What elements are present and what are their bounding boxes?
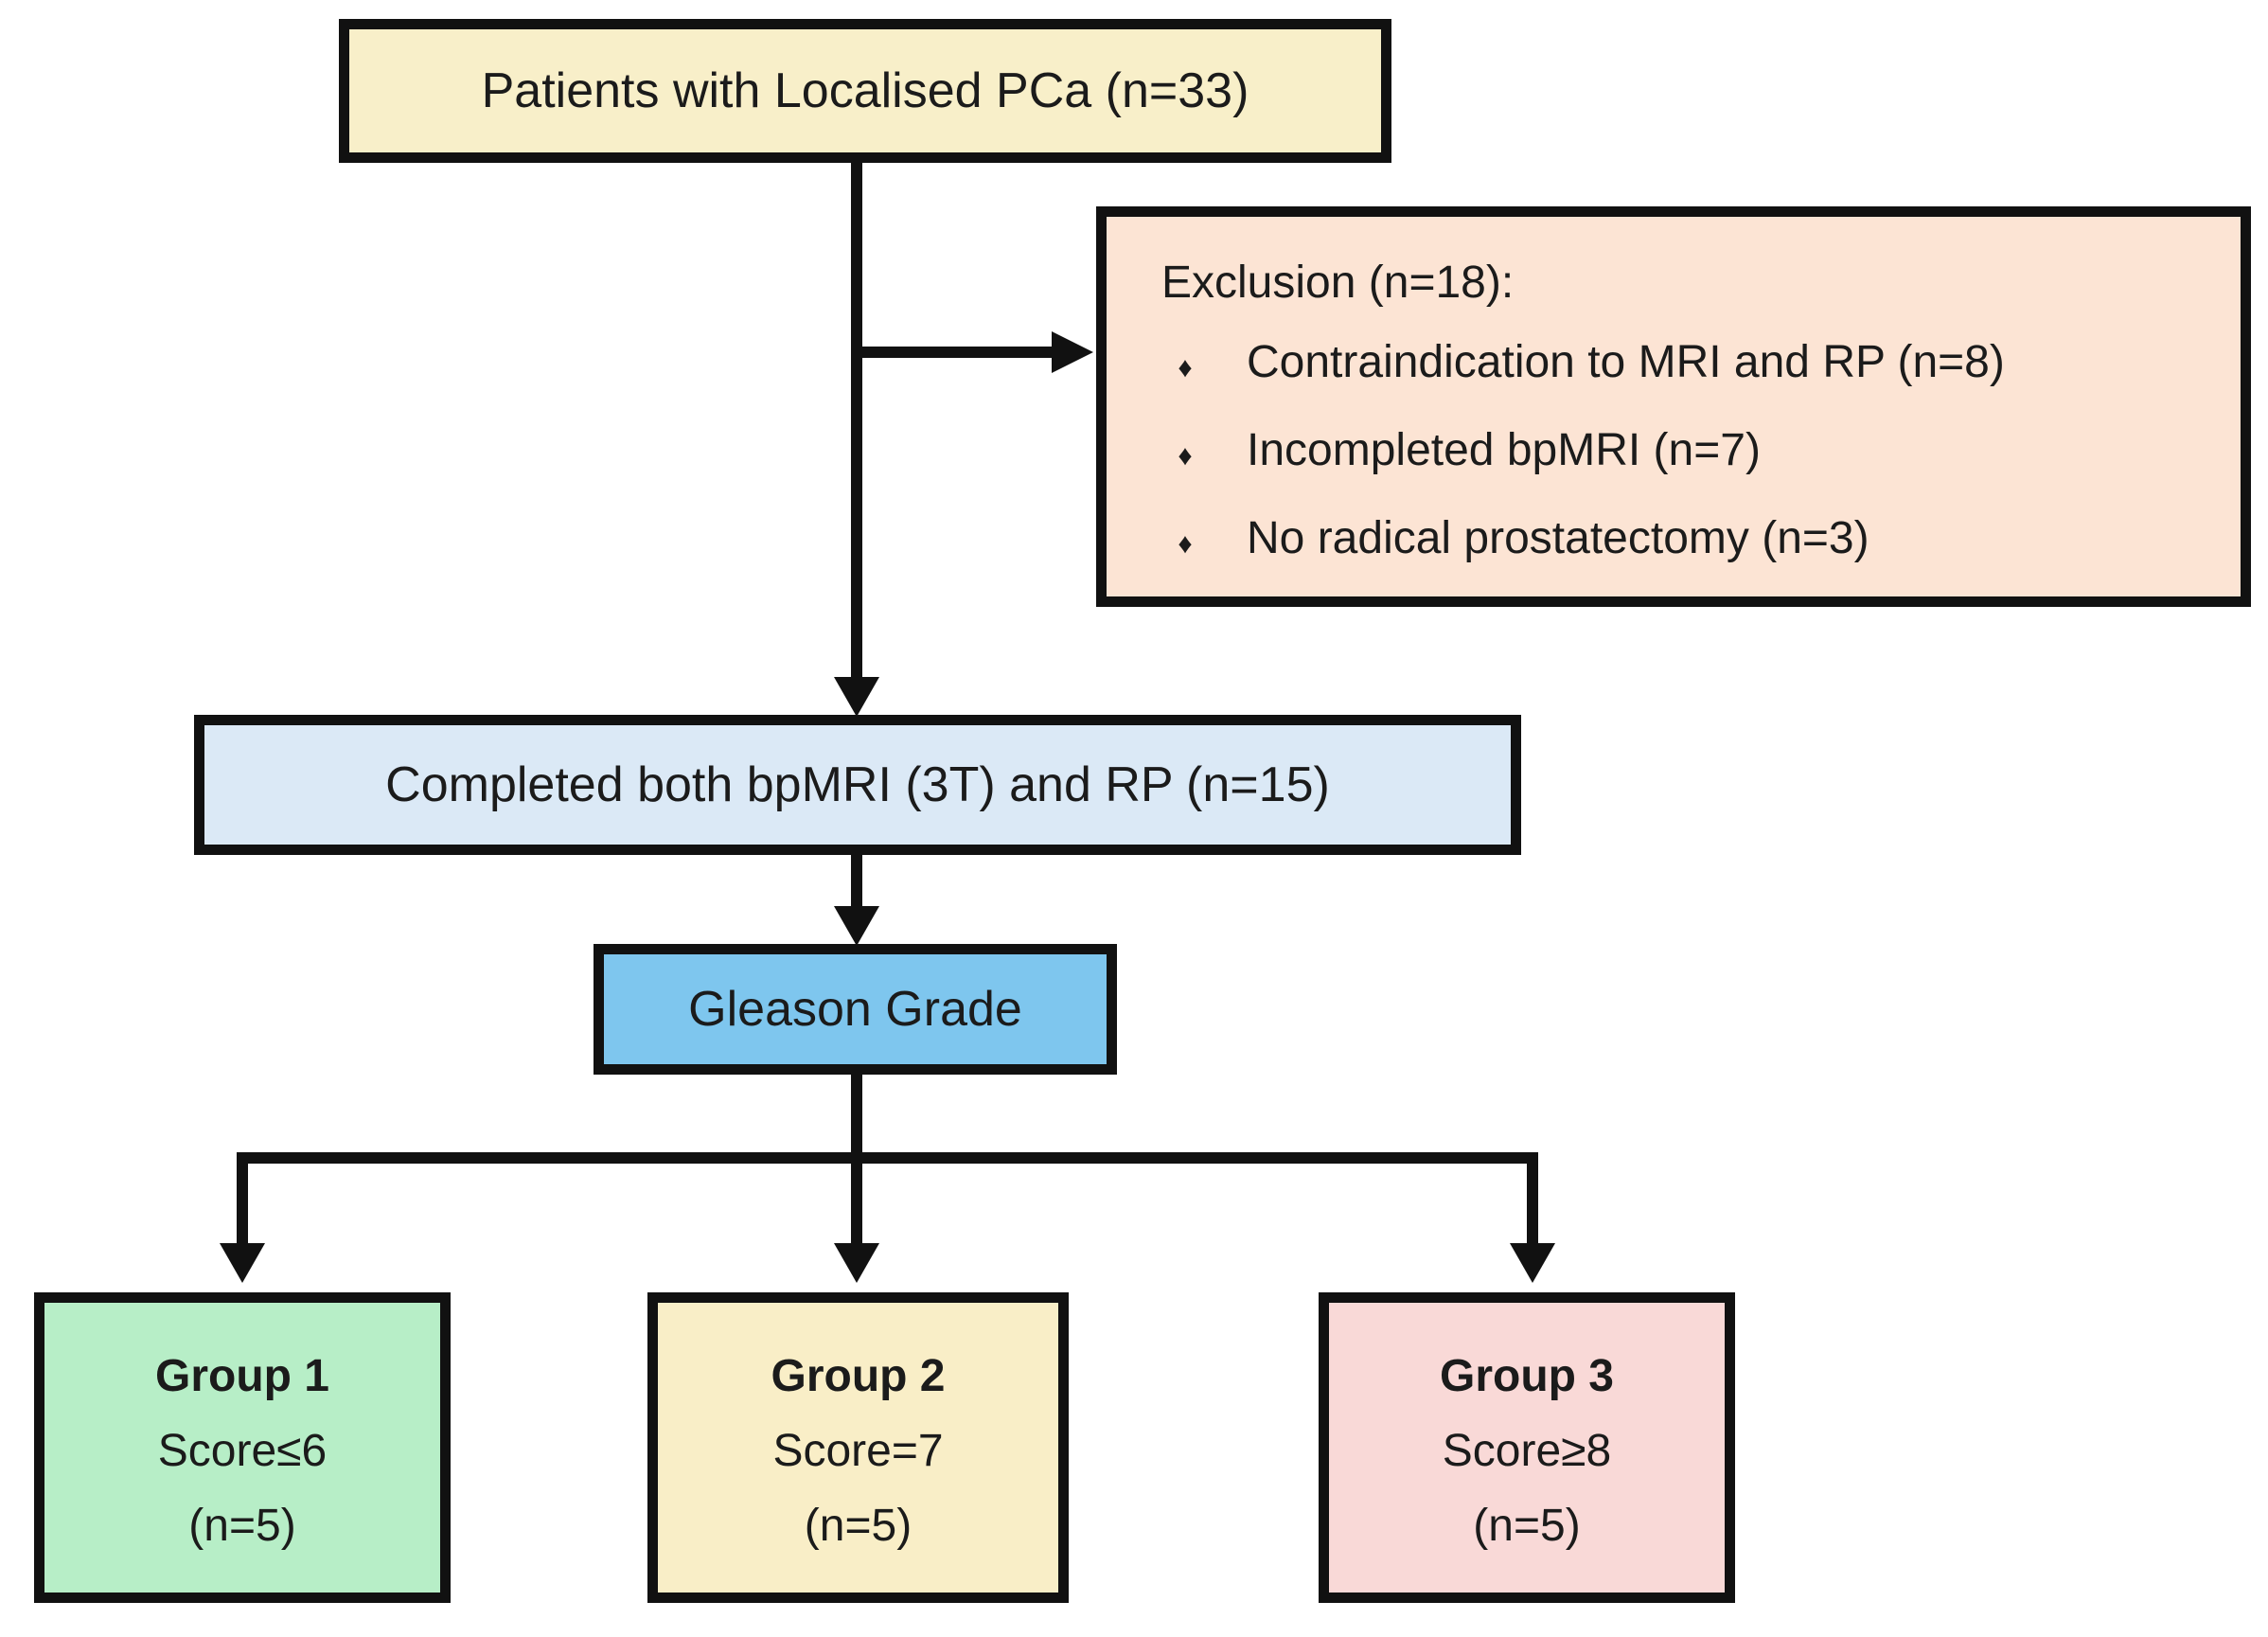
arrowhead-group-2-icon: [834, 1243, 879, 1283]
connector-drop-group-3: [1527, 1158, 1538, 1245]
exclusion-item: ♦ Contraindication to MRI and RP (n=8): [1135, 321, 2212, 409]
node-group-2: Group 2 Score=7 (n=5): [647, 1292, 1069, 1603]
group-3-count: (n=5): [1473, 1500, 1581, 1551]
connector-patients-to-completed: [851, 163, 862, 679]
arrowhead-gleason-icon: [834, 906, 879, 946]
arrowhead-group-3-icon: [1510, 1243, 1555, 1283]
exclusion-item: ♦ No radical prostatectomy (n=3): [1135, 497, 2212, 585]
node-patients-label: Patients with Localised PCa (n=33): [481, 63, 1249, 118]
node-gleason-grade: Gleason Grade: [594, 944, 1117, 1075]
arrowhead-completed-icon: [834, 677, 879, 717]
node-gleason-grade-label: Gleason Grade: [688, 982, 1022, 1037]
group-3-title: Group 3: [1439, 1350, 1614, 1401]
group-2-count: (n=5): [804, 1500, 913, 1551]
node-exclusion: Exclusion (n=18): ♦ Contraindication to …: [1096, 206, 2251, 607]
connector-drop-group-2: [851, 1158, 862, 1245]
connector-split-bar: [237, 1152, 1538, 1164]
diamond-bullet-icon: ♦: [1178, 528, 1193, 560]
exclusion-item: ♦ Incompleted bpMRI (n=7): [1135, 409, 2212, 497]
exclusion-item-label: Contraindication to MRI and RP (n=8): [1247, 337, 2005, 387]
node-group-1: Group 1 Score≤6 (n=5): [34, 1292, 451, 1603]
exclusion-title: Exclusion (n=18):: [1161, 258, 1515, 308]
connector-branch-to-exclusion: [857, 347, 1052, 358]
group-3-score: Score≥8: [1442, 1425, 1612, 1476]
group-1-title: Group 1: [154, 1350, 329, 1401]
exclusion-item-label: No radical prostatectomy (n=3): [1247, 513, 1869, 563]
node-group-3: Group 3 Score≥8 (n=5): [1319, 1292, 1735, 1603]
exclusion-item-label: Incompleted bpMRI (n=7): [1247, 425, 1761, 475]
group-1-score: Score≤6: [157, 1425, 328, 1476]
diamond-bullet-icon: ♦: [1178, 440, 1193, 472]
arrowhead-group-1-icon: [220, 1243, 265, 1283]
group-1-count: (n=5): [188, 1500, 296, 1551]
group-2-title: Group 2: [771, 1350, 946, 1401]
connector-completed-to-gleason: [851, 852, 862, 908]
connector-gleason-to-split: [851, 1073, 862, 1158]
arrowhead-exclusion-icon: [1052, 331, 1093, 373]
node-completed-label: Completed both bpMRI (3T) and RP (n=15): [385, 757, 1330, 812]
group-2-score: Score=7: [772, 1425, 944, 1476]
diamond-bullet-icon: ♦: [1178, 352, 1193, 383]
connector-drop-group-1: [237, 1158, 248, 1245]
node-patients: Patients with Localised PCa (n=33): [339, 19, 1391, 163]
node-completed: Completed both bpMRI (3T) and RP (n=15): [194, 715, 1521, 855]
